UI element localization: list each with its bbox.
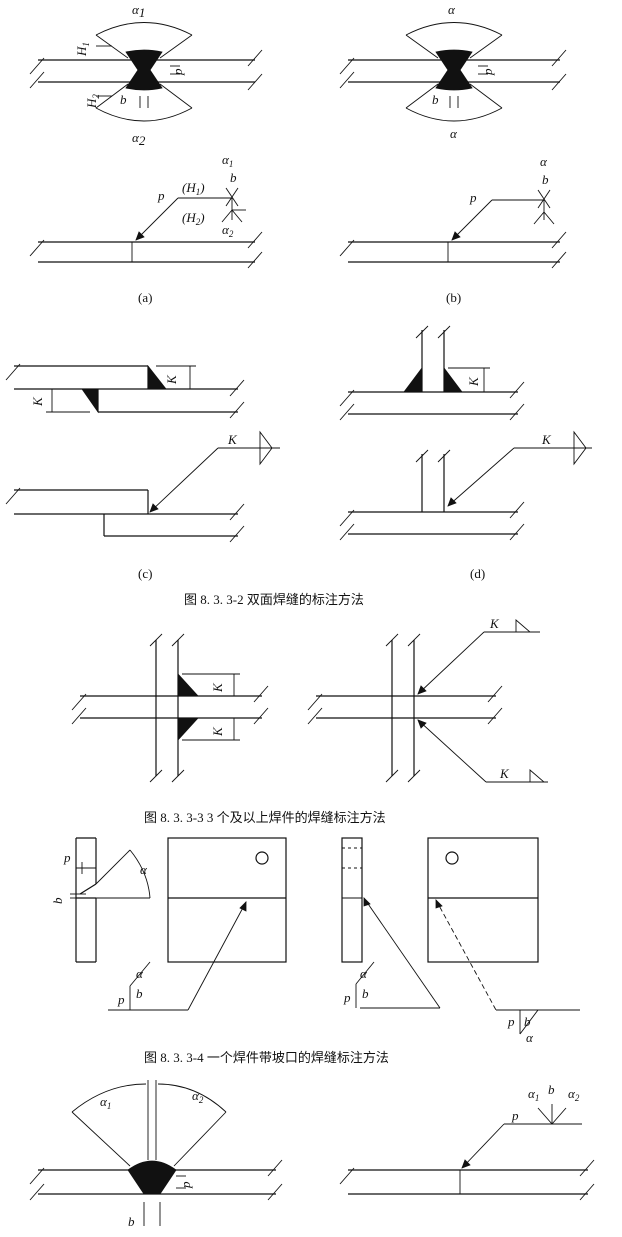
panel-b-alpha-top: α bbox=[448, 2, 456, 17]
sym-b-label: b bbox=[230, 170, 237, 185]
alpha2-label: α2 bbox=[132, 130, 146, 148]
lower-fillet-weld bbox=[81, 388, 99, 414]
panel-a-label: (a) bbox=[138, 290, 152, 305]
panel-b-symbol-view bbox=[339, 189, 567, 269]
panel-d-label: (d) bbox=[470, 566, 485, 581]
plan-b-label: b bbox=[136, 986, 143, 1001]
plan-far-b-label: b bbox=[524, 1014, 531, 1029]
three-member-upper-k: K bbox=[210, 682, 225, 693]
panel-a-symbol-view bbox=[29, 187, 263, 269]
beveled-member-section-far bbox=[341, 837, 441, 1009]
fillet-symbol-both-sides bbox=[259, 430, 273, 466]
sym-alpha1-label: α1 bbox=[222, 152, 233, 169]
panel-b-b-label: b bbox=[432, 92, 439, 107]
three-member-symbol-view bbox=[307, 619, 548, 783]
far-alpha-label: α bbox=[360, 966, 368, 981]
sym-p-label: p bbox=[157, 188, 165, 203]
sym-h2-label: (H2) bbox=[182, 210, 205, 227]
root-gap-b-label: b bbox=[120, 92, 127, 107]
panel-b-label: (b) bbox=[446, 290, 461, 305]
asymmetric-v-weld bbox=[127, 1160, 177, 1195]
root-face-p-label: p bbox=[170, 68, 185, 76]
three-member-section bbox=[71, 633, 269, 783]
bottom-section-view bbox=[29, 1080, 283, 1226]
panel-c-symbol-view bbox=[5, 430, 280, 543]
panel-d-symbol-view bbox=[339, 430, 592, 541]
bevel-alpha-label: α bbox=[140, 862, 148, 877]
bottom-sym-p: p bbox=[511, 1108, 519, 1123]
bottom-p-label: p bbox=[178, 1181, 193, 1189]
plan-far-alpha-label: α bbox=[526, 1030, 534, 1045]
beveled-member-plan-view bbox=[108, 837, 287, 1011]
panel-d-k: K bbox=[466, 376, 481, 387]
h2-label: H2 bbox=[84, 94, 101, 109]
panel-b-sym-p: p bbox=[469, 190, 477, 205]
far-p-label: p bbox=[343, 990, 351, 1005]
panel-b-sym-b: b bbox=[542, 172, 549, 187]
double-v-weld bbox=[125, 49, 163, 91]
bottom-b-label: b bbox=[128, 1214, 135, 1229]
bevel-b-label: b bbox=[50, 897, 65, 904]
bottom-sym-alpha1: α1 bbox=[528, 1086, 539, 1103]
bevel-p-label: p bbox=[63, 850, 71, 865]
three-member-sym-lower-k: K bbox=[499, 766, 510, 781]
bottom-sym-b: b bbox=[548, 1082, 555, 1097]
figure-8-3-3-2-caption: 图 8. 3. 3-2 双面焊缝的标注方法 bbox=[184, 592, 364, 607]
panel-c-lap-joint-section bbox=[5, 363, 245, 419]
panel-b-sym-alpha: α bbox=[540, 154, 548, 169]
plan-far-p-label: p bbox=[507, 1014, 515, 1029]
bottom-sym-alpha2: α2 bbox=[568, 1086, 580, 1103]
bottom-symbol-view bbox=[339, 1104, 595, 1201]
three-member-lower-k: K bbox=[210, 726, 225, 737]
panel-b-section-view bbox=[339, 22, 567, 122]
panel-b-p-label: p bbox=[480, 68, 495, 76]
plan-p-label: p bbox=[117, 992, 125, 1007]
bottom-alpha1-label: α1 bbox=[100, 1094, 111, 1111]
panel-b-alpha-bottom: α bbox=[450, 126, 458, 141]
bottom-alpha2-label: α2 bbox=[192, 1088, 204, 1105]
upper-fillet-weld bbox=[147, 364, 167, 390]
panel-d-t-joint-section bbox=[339, 325, 525, 421]
far-b-label: b bbox=[362, 986, 369, 1001]
panel-c-lower-k: K bbox=[30, 396, 45, 407]
h1-label: H1 bbox=[74, 42, 91, 57]
panel-a-section-view bbox=[29, 22, 263, 122]
figure-8-3-3-4-caption: 图 8. 3. 3-4 一个焊件带坡口的焊缝标注方法 bbox=[144, 1050, 389, 1065]
panel-c-sym-k: K bbox=[227, 432, 238, 447]
panel-d-sym-k: K bbox=[541, 432, 552, 447]
three-member-sym-upper-k: K bbox=[489, 616, 500, 631]
panel-c-label: (c) bbox=[138, 566, 152, 581]
beveled-member-plan-far bbox=[427, 837, 580, 1035]
sym-h1-label: (H1) bbox=[182, 180, 205, 197]
beveled-member-section bbox=[70, 837, 151, 963]
panel-c-upper-k: K bbox=[164, 374, 179, 385]
alpha1-label: α1 bbox=[132, 2, 145, 20]
double-v-weld-symmetric bbox=[435, 49, 473, 91]
plan-alpha-label: α bbox=[136, 966, 144, 981]
figure-8-3-3-3-caption: 图 8. 3. 3-3 3 个及以上焊件的焊缝标注方法 bbox=[144, 810, 386, 825]
sym-alpha2-label: α2 bbox=[222, 222, 234, 239]
